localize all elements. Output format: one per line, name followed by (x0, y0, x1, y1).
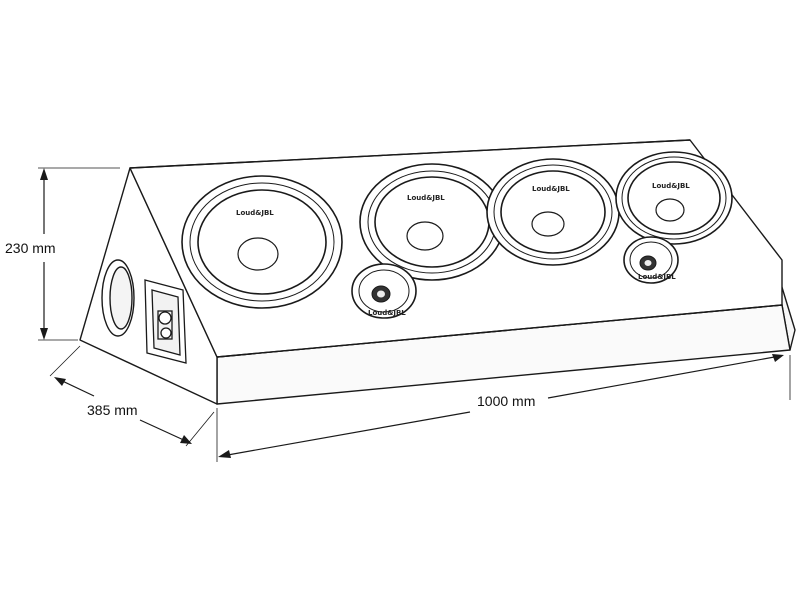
width-dimension-line (216, 354, 791, 462)
tweeter-1: Loud&JBL (351, 263, 417, 319)
woofer-3: Loud&JBL (486, 158, 620, 266)
woofer-2: Loud&JBL (359, 163, 505, 281)
svg-text:Loud&JBL: Loud&JBL (407, 194, 445, 202)
width-label: 1000 mm (474, 393, 539, 409)
depth-dimension-line (49, 345, 215, 447)
port-opening (101, 259, 135, 337)
tweeter-2: Loud&JBL (623, 236, 679, 284)
svg-text:Loud&JBL: Loud&JBL (236, 209, 274, 217)
height-label: 230 mm (2, 240, 59, 256)
height-dimension-line (38, 167, 120, 341)
depth-label: 385 mm (84, 402, 141, 418)
svg-text:Loud&JBL: Loud&JBL (368, 309, 406, 317)
terminal-plate (144, 279, 187, 364)
svg-text:Loud&JBL: Loud&JBL (652, 182, 690, 190)
svg-text:Loud&JBL: Loud&JBL (532, 185, 570, 193)
svg-text:Loud&JBL: Loud&JBL (638, 273, 676, 281)
woofer-1: Loud&JBL (181, 175, 343, 309)
woofer-4: Loud&JBL (615, 151, 733, 245)
